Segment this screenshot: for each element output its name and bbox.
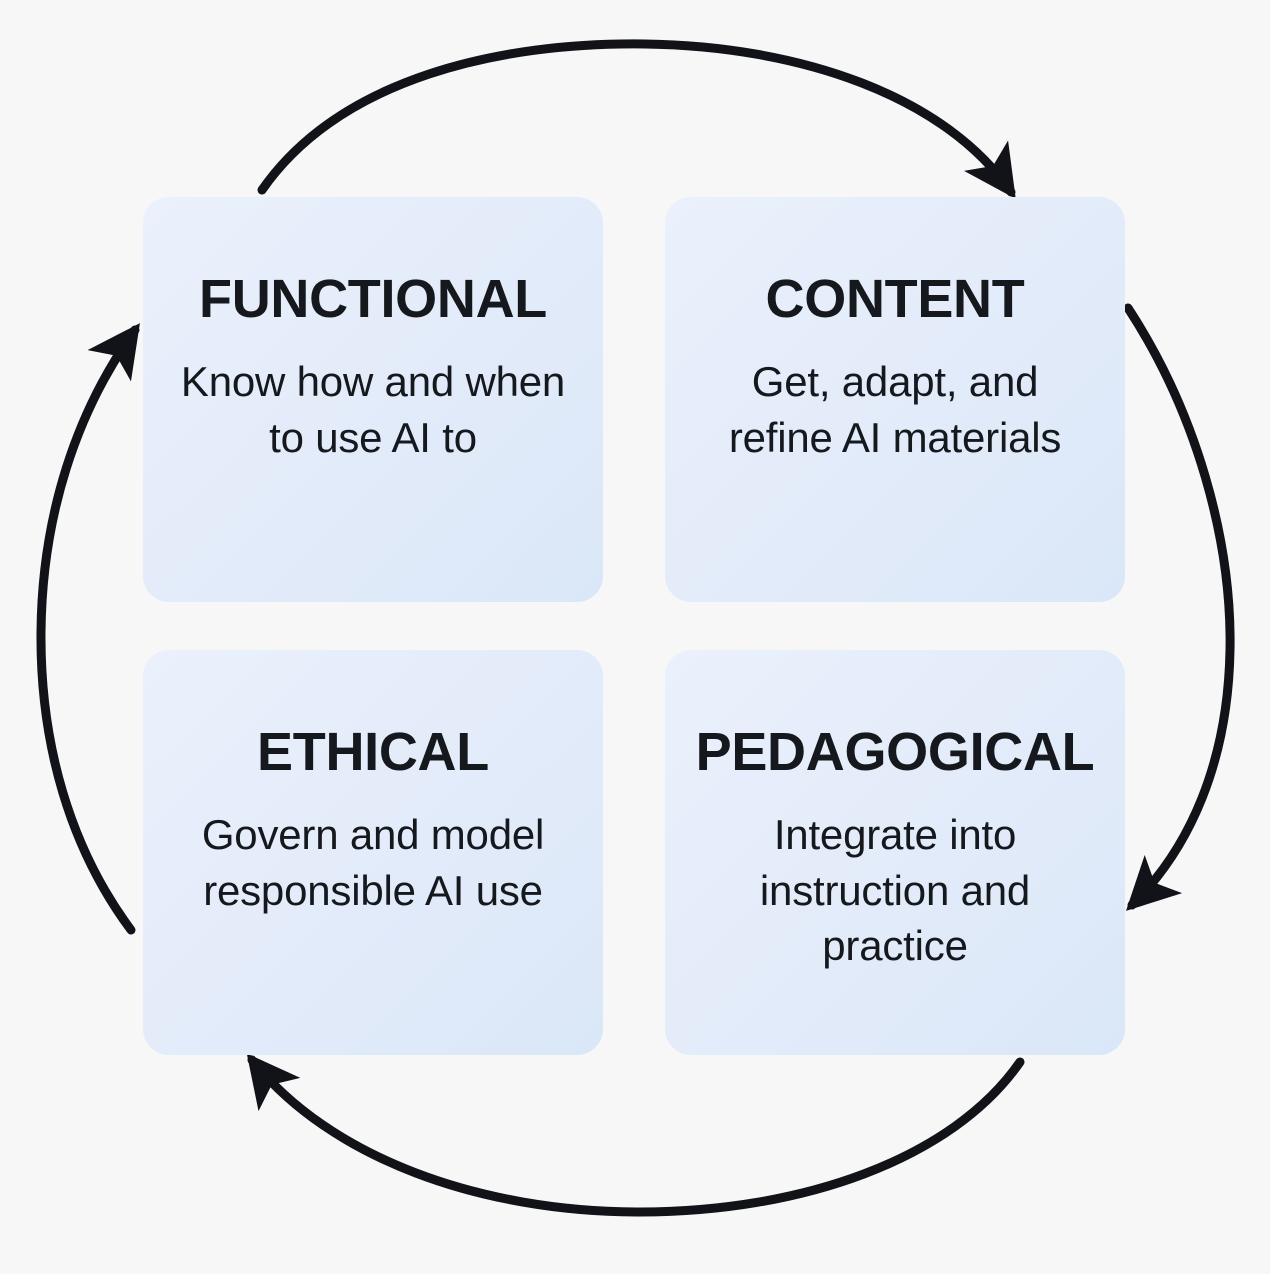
card-description-functional: Know how and when to use AI to <box>180 357 566 461</box>
card-pedagogical[interactable]: PEDAGOGICAL Integrate into instruction a… <box>665 650 1125 1055</box>
card-title-pedagogical: PEDAGOGICAL <box>695 722 1095 782</box>
right-arrow-icon <box>1123 303 1235 911</box>
left-arrow-icon <box>36 323 140 935</box>
quadrant-grid: FUNCTIONAL Know how and when to use AI t… <box>143 197 1125 1055</box>
bottom-arrow-icon <box>246 1053 1025 1217</box>
card-title-functional: FUNCTIONAL <box>199 269 547 329</box>
card-title-ethical: ETHICAL <box>257 722 489 782</box>
card-description-content: Get, adapt, and refine AI materials <box>728 357 1062 461</box>
card-title-content: CONTENT <box>765 269 1025 329</box>
card-functional[interactable]: FUNCTIONAL Know how and when to use AI t… <box>143 197 603 602</box>
card-description-ethical: Govern and model responsible AI use <box>201 810 545 914</box>
top-arrow-icon <box>257 39 1016 199</box>
card-content[interactable]: CONTENT Get, adapt, and refine AI materi… <box>665 197 1125 602</box>
card-ethical[interactable]: ETHICAL Govern and model responsible AI … <box>143 650 603 1055</box>
card-description-pedagogical: Integrate into instruction and practice <box>759 810 1031 970</box>
